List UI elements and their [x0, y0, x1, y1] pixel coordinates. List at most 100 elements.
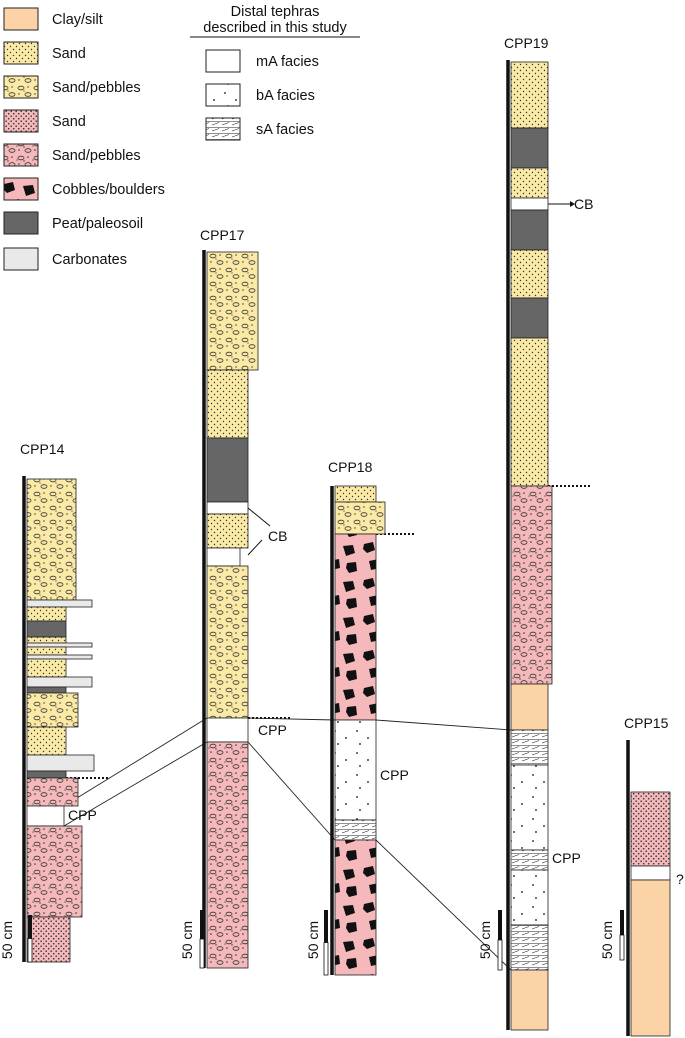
tephra-label-sA: sA facies — [256, 122, 314, 138]
layer-clay — [510, 683, 549, 731]
layer-sand_y — [510, 337, 549, 487]
layer-sand_y — [334, 485, 377, 503]
correlation-line — [247, 717, 336, 721]
layer-sand_y — [206, 369, 249, 439]
layer-sand_y — [510, 249, 549, 299]
annotation-cpp: CPP — [552, 850, 581, 866]
scale-bar-light — [199, 938, 205, 969]
column-cpp19: CPP19 50 cm CB CPP — [477, 35, 593, 1031]
column-cpp17: CPP17 50 cm CB CPP — [179, 227, 287, 969]
layer-sA — [510, 924, 549, 971]
layer-sand_p — [630, 791, 671, 867]
annotation-cpp: CPP — [258, 722, 287, 738]
scale-label: 50 cm — [179, 921, 195, 959]
layer-sA — [510, 849, 549, 871]
layer-carb — [26, 754, 95, 772]
layer-peb_p — [510, 485, 553, 685]
annotation-cb: CB — [574, 196, 593, 212]
column-name: CPP17 — [200, 227, 245, 243]
legend-label-carb: Carbonates — [52, 252, 127, 268]
legend-label-peb_p: Sand/pebbles — [52, 148, 141, 164]
column-name: CPP19 — [504, 35, 549, 51]
layer-mA — [26, 805, 65, 827]
layer-peat — [26, 620, 67, 638]
layer-peb_p — [26, 825, 83, 918]
annotation-arrow — [247, 539, 263, 556]
annotation-cpp: CPP — [68, 807, 97, 823]
layer-sand_y — [26, 636, 67, 644]
layer-sand_y — [26, 726, 67, 756]
layer-carb — [26, 676, 93, 688]
correlation-line — [63, 741, 208, 827]
legend-swatch-sand_p — [3, 109, 39, 133]
correlation-lines — [63, 485, 592, 971]
layer-peb_y — [26, 692, 79, 728]
scale-bar-light — [619, 934, 625, 961]
layer-peat — [510, 209, 549, 251]
tephra-legend-title-line2: described in this study — [203, 20, 347, 36]
scale-bar-light — [27, 938, 33, 963]
layer-peat — [510, 297, 549, 339]
layer-mA — [510, 197, 549, 211]
layer-sA — [510, 729, 549, 766]
annotation-question: ? — [676, 871, 684, 887]
legend-label-sand_y: Sand — [52, 46, 86, 62]
scale-bar-dark — [28, 915, 32, 939]
lithology-legend: Clay/siltSandSand/pebblesSandSand/pebble… — [3, 7, 165, 271]
layer-sA — [334, 819, 377, 841]
layer-peb_y — [26, 478, 77, 601]
column-name: CPP15 — [624, 715, 669, 731]
legend-swatch-peb_p — [3, 143, 39, 167]
layer-peat — [206, 437, 249, 503]
layer-sand_y — [26, 606, 67, 622]
legend-swatch-peb_y — [3, 75, 39, 99]
layer-sand_y — [26, 646, 67, 656]
layer-carb — [26, 642, 93, 648]
layer-cob — [334, 533, 377, 721]
scale-label: 50 cm — [477, 921, 493, 959]
annotation-cb: CB — [268, 528, 287, 544]
layer-peat — [26, 686, 67, 694]
layer-mA — [206, 547, 241, 567]
legend-swatch-cob — [3, 177, 39, 201]
legend-label-peat: Peat/paleosoil — [52, 216, 143, 232]
legend-label-cob: Cobbles/boulders — [52, 182, 165, 198]
layer-sand_p — [26, 916, 71, 963]
legend-label-sand_p: Sand — [52, 114, 86, 130]
tephra-label-mA: mA facies — [256, 54, 319, 70]
legend-label-peb_y: Sand/pebbles — [52, 80, 141, 96]
legend-label-clay: Clay/silt — [52, 12, 103, 28]
layer-carb — [26, 654, 93, 660]
legend-swatch-carb — [3, 247, 39, 271]
column-name: CPP14 — [20, 441, 65, 457]
tephra-swatch-bA — [205, 83, 241, 107]
legend-swatch-peat — [3, 211, 39, 235]
scale-bar-dark — [498, 910, 502, 940]
correlation-line — [247, 741, 336, 841]
layer-mA — [206, 717, 249, 743]
layer-carb — [26, 599, 93, 608]
layer-sand_y — [26, 658, 67, 678]
layer-clay — [630, 879, 671, 1037]
layer-peat — [510, 127, 549, 169]
tephra-swatch-mA — [205, 49, 241, 73]
tephra-legend: Distal tephras described in this study m… — [190, 4, 360, 141]
layer-peb_p — [206, 741, 249, 969]
layer-clay — [510, 969, 549, 1031]
layer-peb_y — [206, 251, 259, 371]
layer-peb_p — [26, 777, 79, 807]
legend-swatch-sand_y — [3, 41, 39, 65]
correlation-line — [375, 839, 512, 971]
layer-bA — [334, 719, 377, 821]
tephra-swatch-sA — [205, 117, 241, 141]
column-name: CPP18 — [328, 459, 373, 475]
layer-cob — [334, 839, 377, 976]
tephra-label-bA: bA facies — [256, 88, 315, 104]
layer-bA — [510, 764, 549, 851]
legend-swatch-clay — [3, 7, 39, 31]
